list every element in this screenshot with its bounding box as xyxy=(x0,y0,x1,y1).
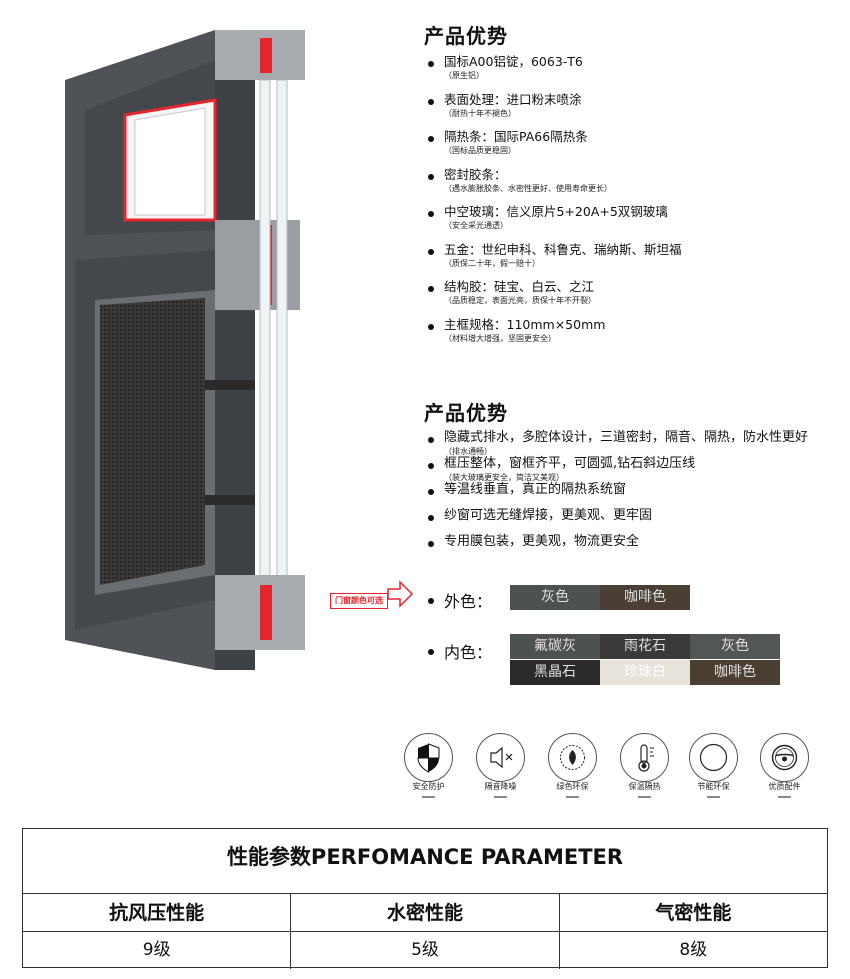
window-profile-illustration xyxy=(65,30,305,670)
feature-item: 纱窗可选无缝焊接，更美观、更牢固 xyxy=(428,508,808,534)
section-title-advantages-2: 产品优势 xyxy=(424,401,508,425)
feature-item: 结构胶：硅宝、白云、之江 （品质稳定，表面光亮，质保十年不开裂） xyxy=(428,279,682,317)
feature-note: （国标品质更稳固） xyxy=(444,146,516,155)
feature-icon-card: 保温隔热 xyxy=(620,733,669,800)
feature-item: 主框规格：110mm×50mm（材料增大增强，坚固更安全） xyxy=(428,317,682,355)
parameter-table-title: 性能参数PERFOMANCE PARAMETER xyxy=(226,845,624,869)
icon-underline xyxy=(638,796,651,798)
feature-item: 等温线垂直，真正的隔热系统窗 xyxy=(428,482,808,508)
color-options-label: 门窗颜色可选 xyxy=(330,593,388,609)
arrow-right-icon xyxy=(387,580,414,608)
section-title-advantages-1: 产品优势 xyxy=(424,24,508,48)
feature-item: 专用膜包装，更美观，物流更安全 xyxy=(428,534,808,560)
feature-text: 隔热条：国际PA66隔热条 xyxy=(444,129,588,144)
feature-text: 专用膜包装，更美观，物流更安全 xyxy=(444,534,640,549)
color-swatch: 咖啡色 xyxy=(600,585,690,610)
feature-icon-label: 优质配件 xyxy=(768,782,801,791)
value-water-tightness: 5级 xyxy=(291,932,560,969)
feature-icon-label: 绿色环保 xyxy=(556,782,589,791)
icon-underline xyxy=(494,796,507,798)
feature-text: 主框规格：110mm×50mm xyxy=(444,316,606,332)
value-air-tightness: 8级 xyxy=(679,940,708,960)
feature-icon-card: 优质配件 xyxy=(760,733,809,800)
feature-text: 密封胶条： xyxy=(444,166,507,182)
feature-item: 五金：世纪申科、科鲁克、瑞纳斯、斯坦福（质保二十年，假一赔十） xyxy=(428,242,682,280)
feature-item: 国标A00铝锭，6063-T6 （原生铝） xyxy=(428,54,682,92)
shield-icon xyxy=(404,733,453,782)
value-wind-pressure: 9级 xyxy=(23,932,292,969)
feature-note: （安全采光通透） xyxy=(444,221,508,230)
feature-text: 五金：世纪申科、科鲁克、瑞纳斯、斯坦福 xyxy=(444,241,682,257)
header-wind-pressure: 抗风压性能 xyxy=(23,894,292,932)
leaf-emblem-icon xyxy=(548,733,597,782)
feature-note: （质保二十年，假一赔十） xyxy=(444,258,540,268)
feature-text: 框压整体，窗框齐平，可圆弧,钻石斜边压线 xyxy=(444,456,696,471)
feature-text: 中空玻璃：信义原片5+20A+5双钢玻璃 xyxy=(444,204,668,219)
feature-item: 隐藏式排水，多腔体设计，三道密封，隔音、隔热，防水性更好 （排水通畅） xyxy=(428,430,808,456)
feature-item: 表面处理：进口粉末喷涂（耐热十年不褪色） xyxy=(428,92,682,130)
icon-underline xyxy=(778,796,791,798)
feature-icon-label: 安全防护 xyxy=(412,782,445,791)
steering-wheel-icon xyxy=(760,733,809,782)
color-swatch: 咖啡色 xyxy=(690,660,780,685)
parameter-header-row: 抗风压性能 水密性能 气密性能 xyxy=(23,893,827,932)
icon-underline xyxy=(566,796,579,798)
feature-item: 框压整体，窗框齐平，可圆弧,钻石斜边压线 （装大玻璃更安全，简洁又美观） xyxy=(428,456,808,482)
color-swatch: 灰色 xyxy=(690,634,780,659)
feature-text: 等温线垂直，真正的隔热系统窗 xyxy=(444,482,627,497)
feature-icon-card: 绿色环保 xyxy=(548,733,597,800)
feature-note: （排水通畅） xyxy=(444,447,492,456)
color-swatch: 珍珠白 xyxy=(600,660,690,685)
feature-item: 密封胶条：（遇水膨胀胶条、水密性更好、使用寿命更长） xyxy=(428,167,682,205)
feature-note: （品质稳定，表面光亮，质保十年不开裂） xyxy=(444,296,596,305)
feature-icon-card: 隔音降噪 xyxy=(476,733,525,800)
mute-speaker-icon xyxy=(476,733,525,782)
color-options-callout: 门窗颜色可选 xyxy=(330,580,414,609)
feature-icon-label: 节能环保 xyxy=(697,782,730,791)
thermometer-icon xyxy=(620,733,669,782)
feature-icon-label: 保温隔热 xyxy=(628,782,661,791)
feature-note: （原生铝） xyxy=(444,71,484,80)
feature-list-2: 隐藏式排水，多腔体设计，三道密封，隔音、隔热，防水性更好 （排水通畅）框压整体，窗… xyxy=(428,430,808,560)
color-swatch: 黑晶石 xyxy=(510,660,600,685)
icon-underline xyxy=(422,796,435,798)
feature-text: 隐藏式排水，多腔体设计，三道密封，隔音、隔热，防水性更好 xyxy=(444,430,809,445)
feature-text: 结构胶：硅宝、白云、之江 xyxy=(444,279,595,294)
header-air-tightness: 气密性能 xyxy=(655,902,732,924)
feature-note: （材料增大增强，坚固更安全） xyxy=(444,333,556,343)
feature-text: 国标A00铝锭，6063-T6 xyxy=(444,54,583,69)
bullet-icon xyxy=(428,597,434,604)
feature-note: （遇水膨胀胶条、水密性更好、使用寿命更长） xyxy=(444,183,612,193)
feature-icon-card: 安全防护 xyxy=(404,733,453,800)
feature-text: 纱窗可选无缝焊接，更美观、更牢固 xyxy=(444,508,653,523)
header-water-tightness: 水密性能 xyxy=(291,894,560,932)
feature-text: 表面处理：进口粉末喷涂 xyxy=(444,91,582,107)
feature-list-1: 国标A00铝锭，6063-T6 （原生铝） 表面处理：进口粉末喷涂（耐热十年不褪色）… xyxy=(428,54,682,354)
exterior-color-label: 外色： xyxy=(428,588,492,612)
feature-note: （耐热十年不褪色） xyxy=(444,108,516,118)
feature-item: 中空玻璃：信义原片5+20A+5双钢玻璃 （安全采光通透） xyxy=(428,204,682,242)
circle-icon xyxy=(689,733,738,782)
color-swatch: 灰色 xyxy=(510,585,600,610)
color-swatch: 氟碳灰 xyxy=(510,634,600,659)
feature-note: （装大玻璃更安全，简洁又美观） xyxy=(444,473,564,482)
feature-icon-card: 节能环保 xyxy=(689,733,738,800)
color-swatch: 雨花石 xyxy=(600,634,690,659)
feature-icon-label: 隔音降噪 xyxy=(484,782,517,791)
interior-color-label: 内色： xyxy=(428,639,492,663)
performance-parameter-table: 性能参数PERFOMANCE PARAMETER 抗风压性能 水密性能 气密性能… xyxy=(22,828,828,969)
bullet-icon xyxy=(428,648,434,655)
icon-underline xyxy=(707,796,720,798)
feature-item: 隔热条：国际PA66隔热条 （国标品质更稳固） xyxy=(428,129,682,167)
parameter-value-row: 9级 5级 8级 xyxy=(23,931,827,969)
